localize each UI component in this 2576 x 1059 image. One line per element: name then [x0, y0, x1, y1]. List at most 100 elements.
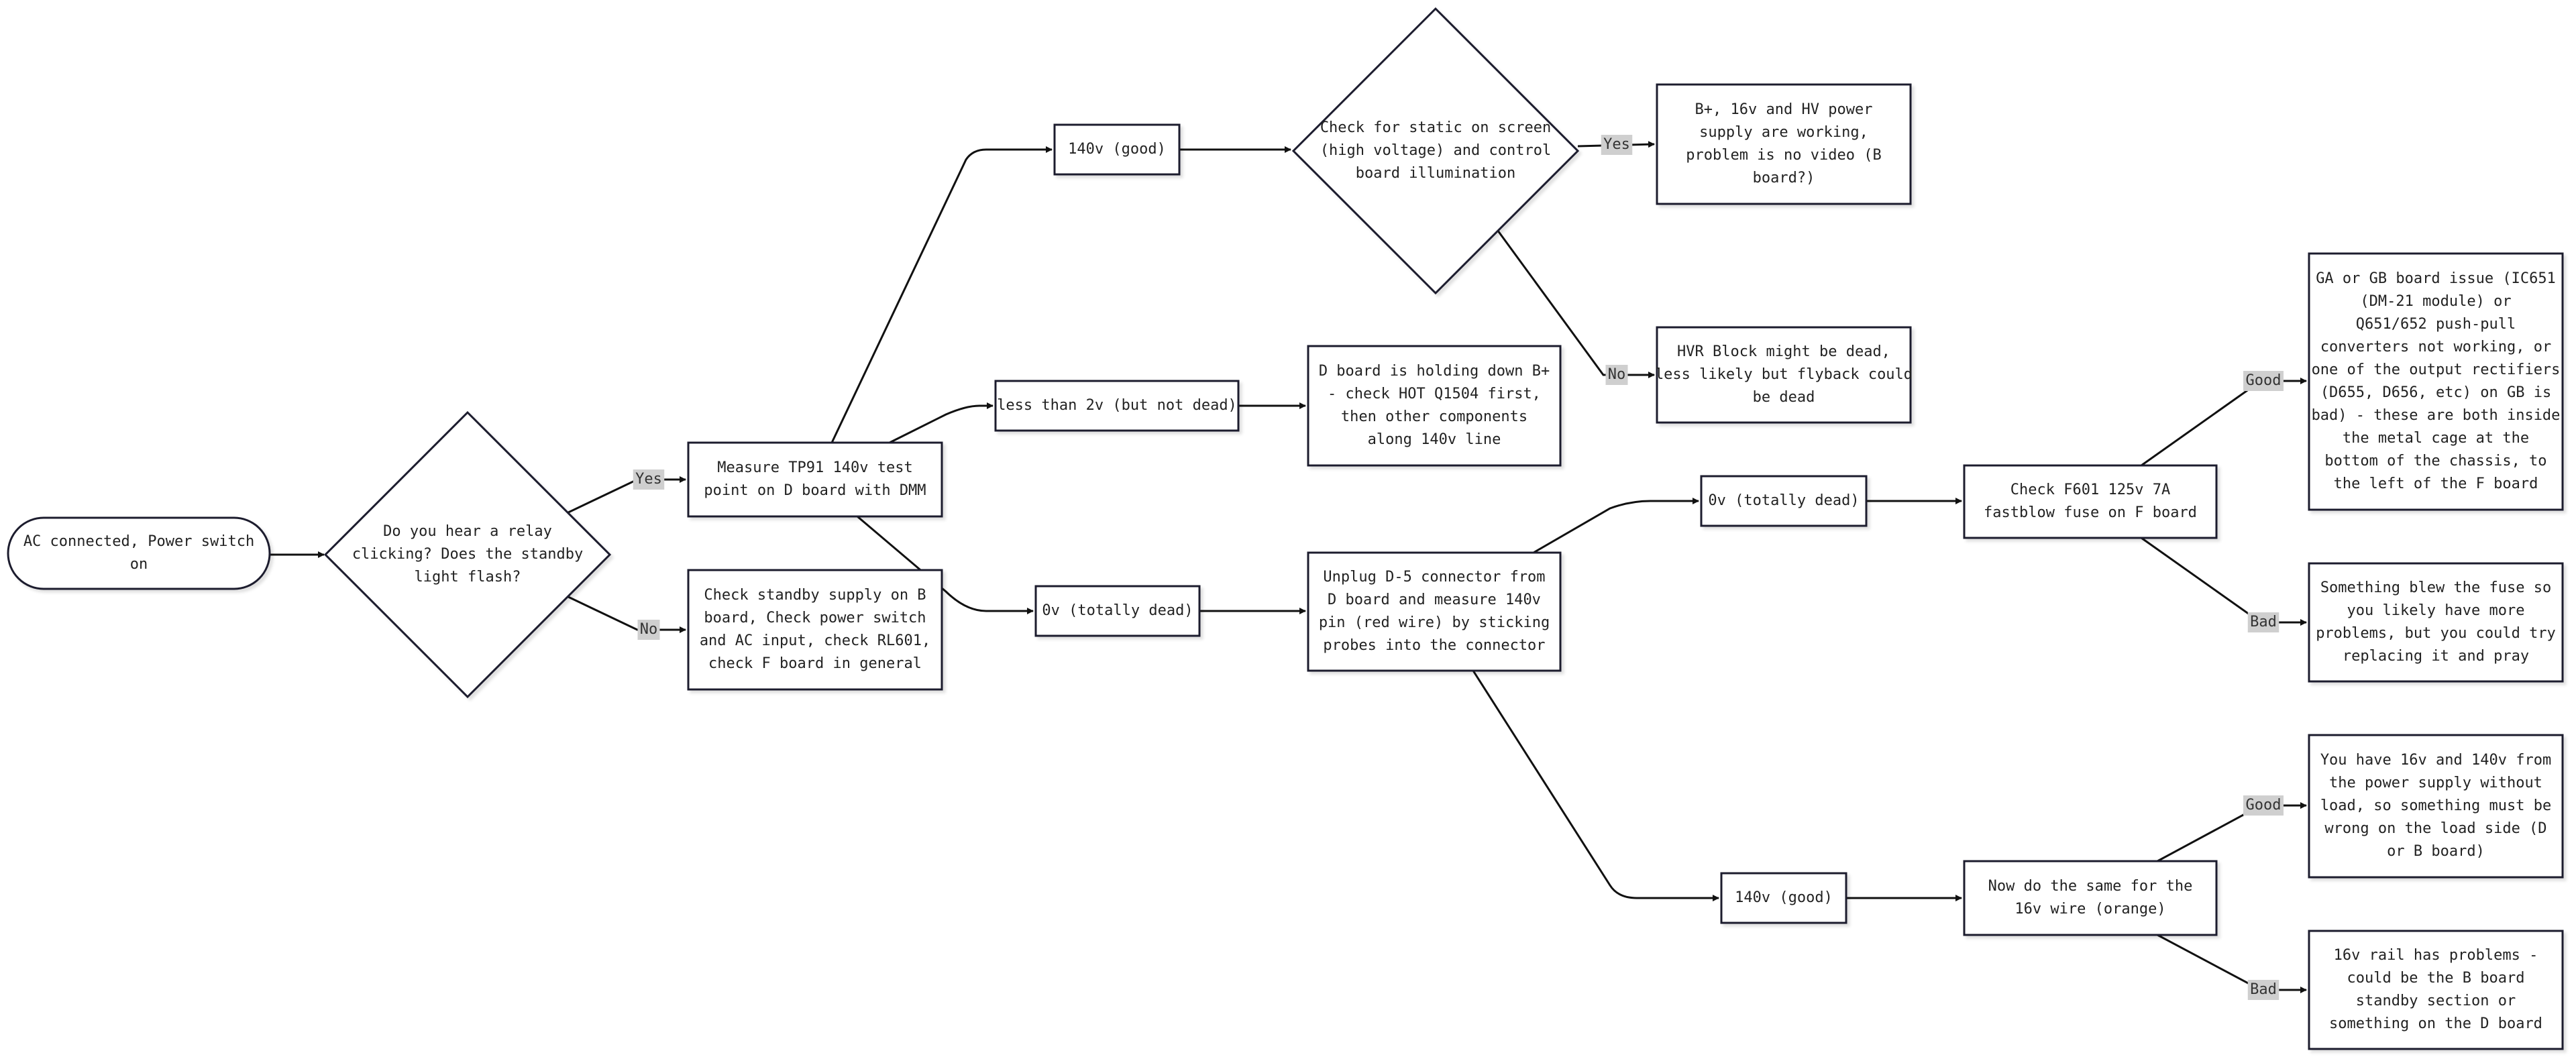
- process-box: [1700, 475, 1868, 527]
- process-box: [1034, 585, 1201, 637]
- node-v140-good-bottom: 140v (good): [1720, 872, 1847, 924]
- node-label-line: the metal cage at the: [2343, 430, 2529, 447]
- process-box: [1307, 345, 1562, 467]
- process-box: [2308, 734, 2564, 879]
- node-ga-gb-issue: GA or GB board issue (IC651(DM-21 module…: [2308, 252, 2564, 511]
- node-v0-dead-mid: 0v (totally dead): [1034, 585, 1201, 637]
- node-label-line: light flash?: [415, 569, 521, 586]
- node-label: HVR Block might be dead,less likely but …: [1655, 343, 1913, 406]
- node-less-than-2v: less than 2v (but not dead): [994, 380, 1240, 432]
- node-label-line: replacing it and pray: [2343, 648, 2529, 665]
- edge-label-background: [2247, 980, 2279, 1000]
- edge-label-background: [2243, 795, 2284, 816]
- edge-label-background: [1605, 365, 1628, 385]
- node-label-line: could be the B board: [2347, 970, 2525, 987]
- node-hvr-block: HVR Block might be dead,less likely but …: [1655, 326, 1913, 424]
- node-label-line: something on the D board: [2329, 1015, 2542, 1032]
- node-label: less than 2v (but not dead): [997, 397, 1237, 414]
- node-label-line: bad) - these are both inside: [2312, 407, 2561, 424]
- edge-label-good: Good: [2243, 371, 2284, 391]
- edge-relay-question-to-measure-tp91: [565, 476, 686, 515]
- node-label-line: converters not working, or: [2320, 339, 2551, 355]
- process-box: [1720, 872, 1847, 924]
- node-label: 16v rail has problems -could be the B bo…: [2329, 947, 2542, 1032]
- decision-diamond: [1291, 7, 1580, 295]
- node-label-line: AC connected, Power switch: [23, 533, 254, 550]
- node-label: D board is holding down B+- check HOT Q1…: [1319, 363, 1550, 448]
- node-label-line: (DM-21 module) or: [2360, 293, 2511, 310]
- edge-label-text: Good: [2246, 372, 2282, 389]
- process-box: [2308, 252, 2564, 511]
- node-label-line: 140v (good): [1068, 141, 1166, 158]
- node-label-line: Do you hear a relay: [383, 523, 552, 540]
- edge-label-text: Bad: [2250, 981, 2277, 998]
- edge-label-text: Yes: [1603, 136, 1630, 153]
- edge-label-text: No: [1608, 366, 1626, 383]
- process-box: [687, 441, 943, 518]
- node-label-line: then other components: [1341, 408, 1527, 425]
- node-label: Check F601 125v 7A fastblow fuse on F boa…: [1984, 482, 2197, 521]
- node-label-line: and AC input, check RL601,: [700, 632, 930, 649]
- edge-check-f601-to-ga-gb-issue: [2141, 378, 2307, 467]
- process-box: [1053, 123, 1181, 176]
- node-label-line: be dead: [1753, 389, 1815, 406]
- edge-unplug-d5-to-v0-dead-right: [1533, 498, 1699, 554]
- node-label-line: HVR Block might be dead,: [1677, 343, 1890, 360]
- node-label: 0v (totally dead): [1708, 492, 1859, 509]
- node-v140-good-top: 140v (good): [1053, 123, 1181, 176]
- edge-label-bad: Bad: [2247, 612, 2279, 632]
- node-label-line: fastblow fuse on F board: [1984, 504, 2197, 521]
- node-label: Check for static on screen(high voltage)…: [1320, 119, 1551, 182]
- node-label-line: Q651/652 push-pull: [2356, 316, 2516, 333]
- node-label-line: probes into the connector: [1323, 637, 1545, 654]
- process-box: [1656, 83, 1912, 205]
- edge-label-background: [2243, 371, 2284, 391]
- process-box: [687, 569, 943, 691]
- node-label: 140v (good): [1735, 889, 1833, 906]
- node-v0-dead-right: 0v (totally dead): [1700, 475, 1868, 527]
- edge-measure-tp91-to-v140-good-top: [830, 146, 1053, 443]
- node-check-f601: Check F601 125v 7A fastblow fuse on F boa…: [1963, 464, 2218, 539]
- edge-label-background: [637, 620, 660, 640]
- node-d-board-holding: D board is holding down B+- check HOT Q1…: [1307, 345, 1562, 467]
- node-label-line: D board is holding down B+: [1319, 363, 1550, 380]
- edge-check-f601-to-blew-fuse: [2141, 537, 2307, 626]
- node-label-line: problems, but you could try: [2316, 625, 2556, 642]
- decision-diamond: [323, 410, 612, 699]
- process-box: [2308, 562, 2564, 683]
- edge-label-yes: Yes: [1601, 135, 1633, 155]
- node-label-line: board illumination: [1356, 165, 1515, 182]
- edge-label-text: Bad: [2250, 614, 2277, 630]
- edge-label-no: No: [1605, 365, 1628, 385]
- node-label-line: less than 2v (but not dead): [997, 397, 1237, 414]
- node-rail-16v-problems: 16v rail has problems -could be the B bo…: [2308, 930, 2564, 1050]
- node-label-line: Check F601 125v 7A: [2010, 482, 2170, 498]
- node-label-line: wrong on the load side (D: [2324, 820, 2546, 837]
- process-box: [1963, 860, 2218, 936]
- process-box: [994, 380, 1240, 432]
- node-label-line: the power supply without: [2329, 775, 2542, 791]
- node-label-line: supply are working,: [1699, 124, 1868, 141]
- edge-same-16v-to-have-16v-140v: [2157, 802, 2307, 862]
- node-label-line: bottom of the chassis, to: [2324, 453, 2546, 469]
- node-label-line: Something blew the fuse so: [2320, 579, 2551, 596]
- node-label-line: Unplug D-5 connector from: [1323, 569, 1545, 586]
- node-label-line: the left of the F board: [2334, 476, 2538, 492]
- node-label: 0v (totally dead): [1042, 602, 1193, 619]
- node-label: GA or GB board issue (IC651(DM-21 module…: [2312, 270, 2561, 492]
- edge-measure-tp91-to-less-than-2v: [889, 402, 994, 444]
- process-box: [2308, 930, 2564, 1050]
- node-label-line: Check for static on screen: [1320, 119, 1551, 136]
